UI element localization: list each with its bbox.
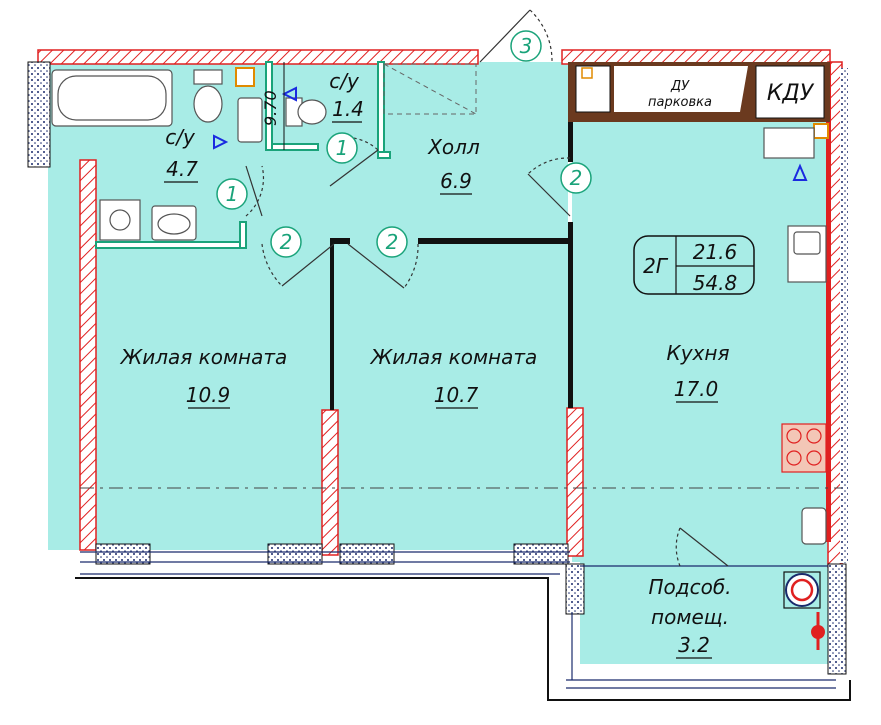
facade-blocks: [27, 61, 848, 675]
door-marker-1b: 1: [336, 136, 349, 160]
bathtub: [51, 69, 173, 127]
room-name-utility: Подсоб.: [648, 575, 731, 599]
hall-storage: [383, 63, 477, 115]
room-name-living-2: Жилая комната: [369, 345, 538, 369]
kitchen-fixtures: [763, 127, 827, 609]
door-markers: [216, 30, 592, 258]
room-area-utility: 3.2: [678, 633, 710, 657]
apartment-summary: [633, 235, 755, 295]
side-dimension: 9.70: [261, 90, 280, 126]
interior-partitions: [95, 61, 573, 410]
room-name-utility-line2: помещ.: [651, 605, 729, 629]
door-marker-2b: 2: [386, 230, 399, 254]
room-name-bath-2: с/у: [329, 69, 360, 93]
sink-fixture: [99, 97, 263, 241]
room-area-hall: 6.9: [440, 169, 472, 193]
door-marker-1a: 1: [226, 182, 239, 206]
riser-pipe-icon: [811, 612, 825, 650]
kdu-label: КДУ: [767, 81, 815, 106]
shaft-sublabel: парковка: [648, 95, 712, 110]
toilet-fixture: [193, 69, 327, 127]
room-name-living-1: Жилая комната: [119, 345, 288, 369]
room-area-bath-1: 4.7: [166, 157, 198, 181]
door-marker-3: 3: [520, 34, 533, 58]
room-area-living-2: 10.7: [434, 383, 479, 407]
door-marker-2a: 2: [280, 230, 293, 254]
door-swings: [245, 9, 729, 567]
room-name-hall: Холл: [427, 135, 480, 159]
room-name-kitchen: Кухня: [667, 341, 730, 365]
exterior-walls: [37, 49, 843, 568]
window-lines: [80, 551, 836, 689]
room-area-living-1: 10.9: [186, 383, 231, 407]
shaft-label: ДУ: [670, 79, 690, 94]
living-area: 21.6: [693, 240, 738, 264]
building-outline: [75, 577, 851, 701]
vent-icons: [213, 86, 808, 181]
door-marker-2c: 2: [570, 166, 583, 190]
shaft-block: [568, 62, 830, 122]
room-area-kitchen: 17.0: [674, 377, 719, 401]
apartment-type: 2Г: [643, 254, 669, 278]
room-area-bath-2: 1.4: [332, 97, 364, 121]
total-area: 54.8: [693, 271, 738, 295]
room-name-bath-1: с/у: [165, 125, 196, 149]
